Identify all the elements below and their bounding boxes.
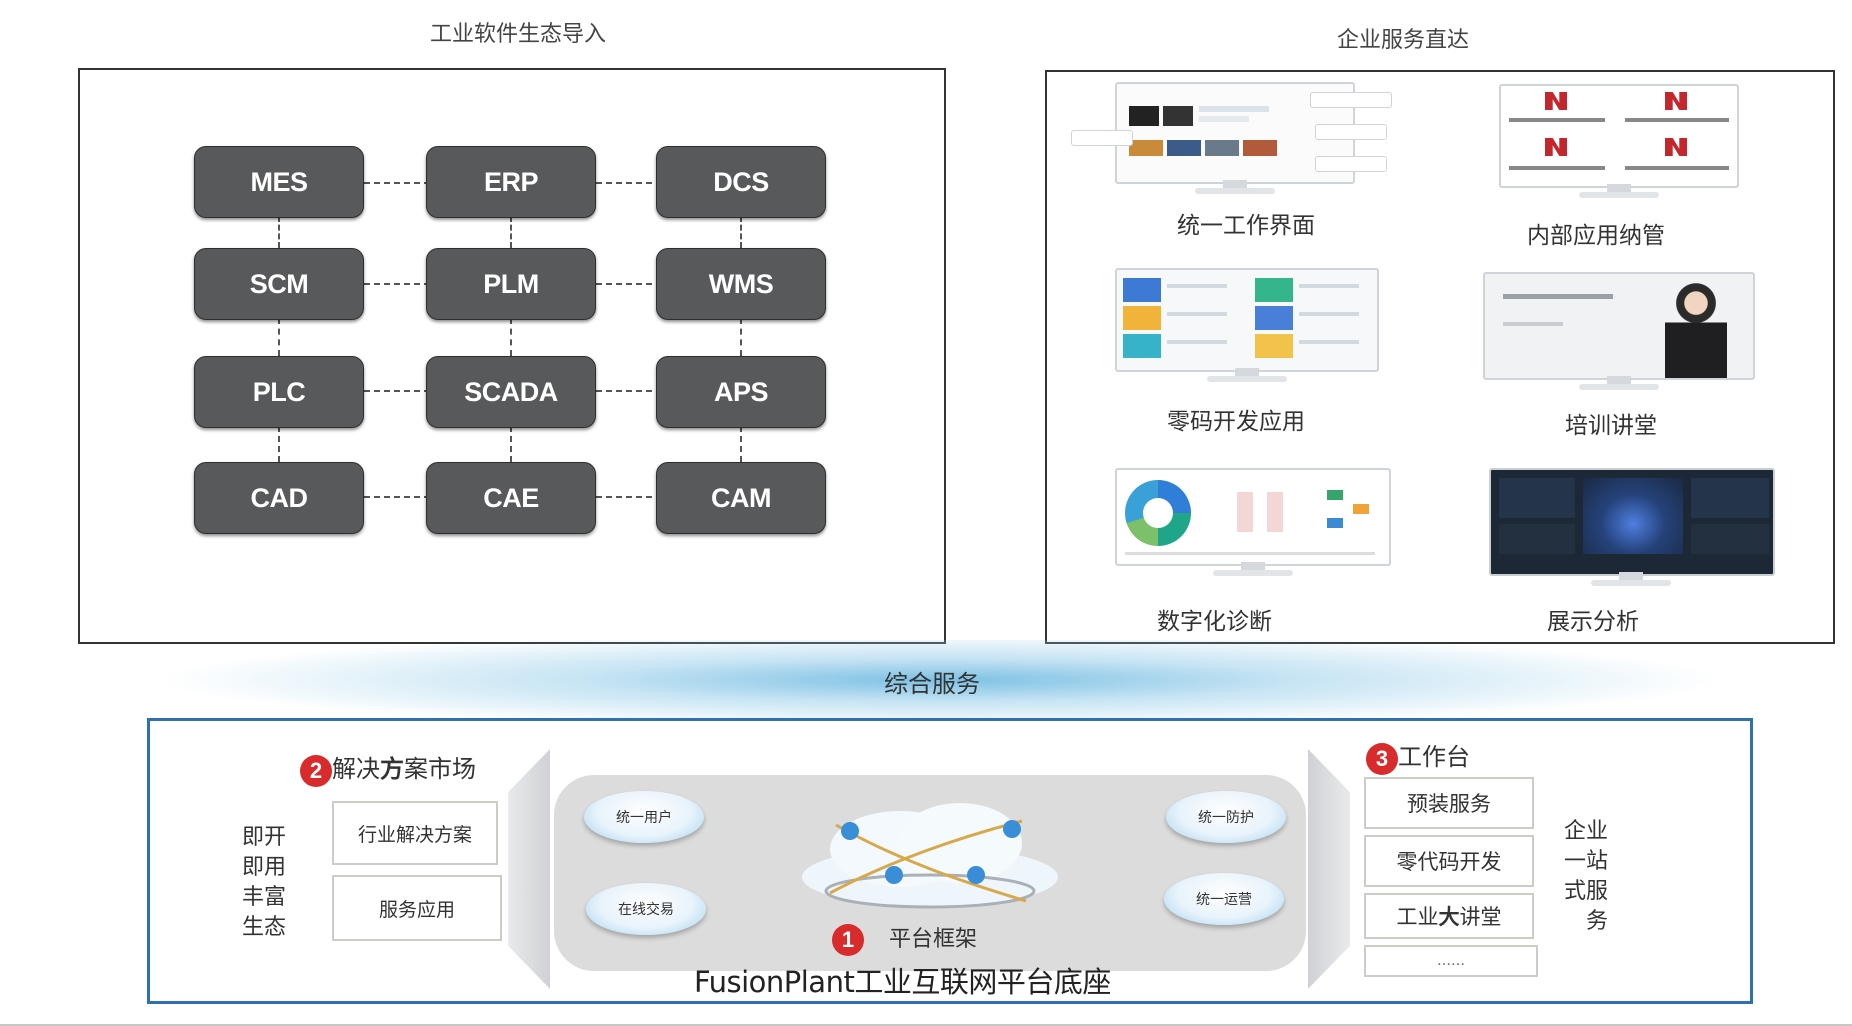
system-box-scm: SCM	[194, 248, 364, 320]
zero-code-monitor	[1115, 268, 1379, 388]
industry-solution-box[interactable]: 行业解决方案	[332, 801, 498, 865]
app-logo-icon	[1665, 138, 1687, 156]
workbench-side-text: 企业 一站 式服 务	[1564, 819, 1609, 934]
system-box-cad: CAD	[194, 462, 364, 534]
service-app-box[interactable]: 服务应用	[332, 875, 502, 941]
left-funnel	[508, 749, 550, 989]
caption-internal-apps: 内部应用纳管	[1527, 223, 1665, 249]
right-funnel	[1308, 749, 1350, 989]
caption-unified-workspace: 统一工作界面	[1177, 213, 1315, 239]
system-box-erp: ERP	[426, 146, 596, 218]
system-box-plc: PLC	[194, 356, 364, 428]
integrated-service-label: 综合服务	[884, 670, 980, 698]
system-box-dcs: DCS	[656, 146, 826, 218]
app-logo-icon	[1545, 138, 1567, 156]
integrated-service-glow	[160, 640, 1720, 720]
enterprise-service-title: 企业服务直达	[1337, 28, 1470, 53]
market-side-text: 即开 即用 丰富 生态	[242, 825, 287, 940]
workspace-tag-left	[1071, 130, 1133, 146]
system-box-wms: WMS	[656, 248, 826, 320]
system-box-scada: SCADA	[426, 356, 596, 428]
system-box-cam: CAM	[656, 462, 826, 534]
workspace-tag-2	[1315, 124, 1387, 140]
bottom-rule	[0, 1024, 1852, 1026]
unified-operation-oval: 统一运营	[1164, 873, 1284, 925]
industry-lecture-box[interactable]: 工业大讲堂	[1364, 893, 1534, 939]
training-monitor	[1483, 272, 1755, 396]
app-logo-icon	[1665, 92, 1687, 110]
badge-3: 3	[1366, 742, 1398, 775]
unified-user-oval: 统一用户	[584, 791, 704, 843]
workspace-tag-3	[1315, 156, 1387, 172]
badge-2: 2	[300, 754, 332, 787]
zero-code-dev-box[interactable]: 零代码开发	[1364, 835, 1534, 887]
presenter-avatar	[1665, 282, 1727, 378]
system-box-aps: APS	[656, 356, 826, 428]
system-box-plm: PLM	[426, 248, 596, 320]
badge-1: 1	[832, 924, 864, 956]
platform-framework-label: 1 平台框架	[832, 921, 977, 956]
caption-display-analysis: 展示分析	[1547, 609, 1639, 635]
software-ecosystem-panel: MES ERP DCS SCM PLM WMS PLC SCADA APS CA…	[78, 68, 946, 644]
display-analysis-monitor	[1489, 468, 1775, 592]
online-trading-oval: 在线交易	[586, 883, 706, 935]
system-box-mes: MES	[194, 146, 364, 218]
caption-digital-diagnosis: 数字化诊断	[1157, 609, 1272, 635]
unified-protection-oval: 统一防护	[1166, 791, 1286, 843]
cloud-platform-illustration	[802, 803, 1058, 909]
digital-diagnosis-monitor	[1115, 468, 1391, 588]
platform-base-title: FusionPlant工业互联网平台底座	[694, 965, 1111, 999]
internal-apps-monitor	[1499, 84, 1739, 204]
preinstalled-service-box[interactable]: 预装服务	[1364, 777, 1534, 829]
enterprise-services-panel: 统一工作界面 内部应用纳管	[1045, 70, 1835, 644]
caption-training: 培训讲堂	[1565, 413, 1657, 439]
app-logo-icon	[1545, 92, 1567, 110]
caption-zero-code: 零码开发应用	[1167, 409, 1305, 435]
more-services-box[interactable]: ……	[1364, 945, 1538, 977]
system-box-cae: CAE	[426, 462, 596, 534]
ecosystem-title: 工业软件生态导入	[430, 22, 607, 47]
workspace-tag-1	[1310, 92, 1392, 108]
